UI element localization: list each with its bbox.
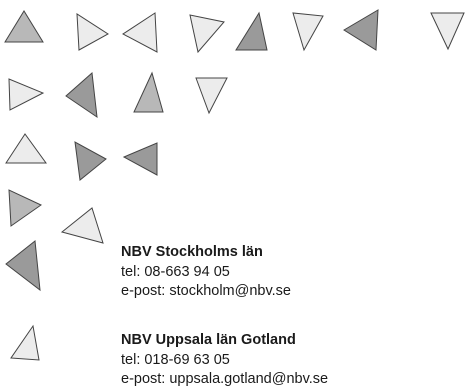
contact-name: NBV Stockholms län [121,244,263,260]
triangle-shape [195,77,228,115]
triangle-shape [133,71,164,113]
triangle-shape [60,207,104,244]
triangle-shape [8,78,45,111]
triangle-shape [122,142,158,176]
contact-phone: tel: 018-69 63 05 [121,351,230,368]
triangle-shape [292,12,324,52]
contact-block-stockholm: NBV Stockholms län tel: 08-663 94 05 e-p… [121,243,291,302]
triangle-shape [235,11,268,51]
triangle-shape [76,13,109,51]
triangle-shape [4,10,44,43]
triangle-shape [189,14,225,54]
triangle-shape [430,12,465,51]
contact-phone: tel: 08-663 94 05 [121,263,230,280]
triangle-shape [8,189,42,227]
contact-block-uppsala-gotland: NBV Uppsala län Gotland tel: 018-69 63 0… [121,331,328,390]
triangle-shape [122,12,158,53]
contact-name: NBV Uppsala län Gotland [121,332,296,348]
contact-email: e-post: uppsala.gotland@nbv.se [121,371,329,387]
triangle-shape [74,141,107,181]
triangle-shape [5,133,47,164]
contact-email: e-post: stockholm@nbv.se [121,283,291,299]
triangle-shape [343,9,379,51]
triangle-shape [5,240,41,292]
triangle-shape [65,71,98,119]
triangle-shape [10,324,40,361]
